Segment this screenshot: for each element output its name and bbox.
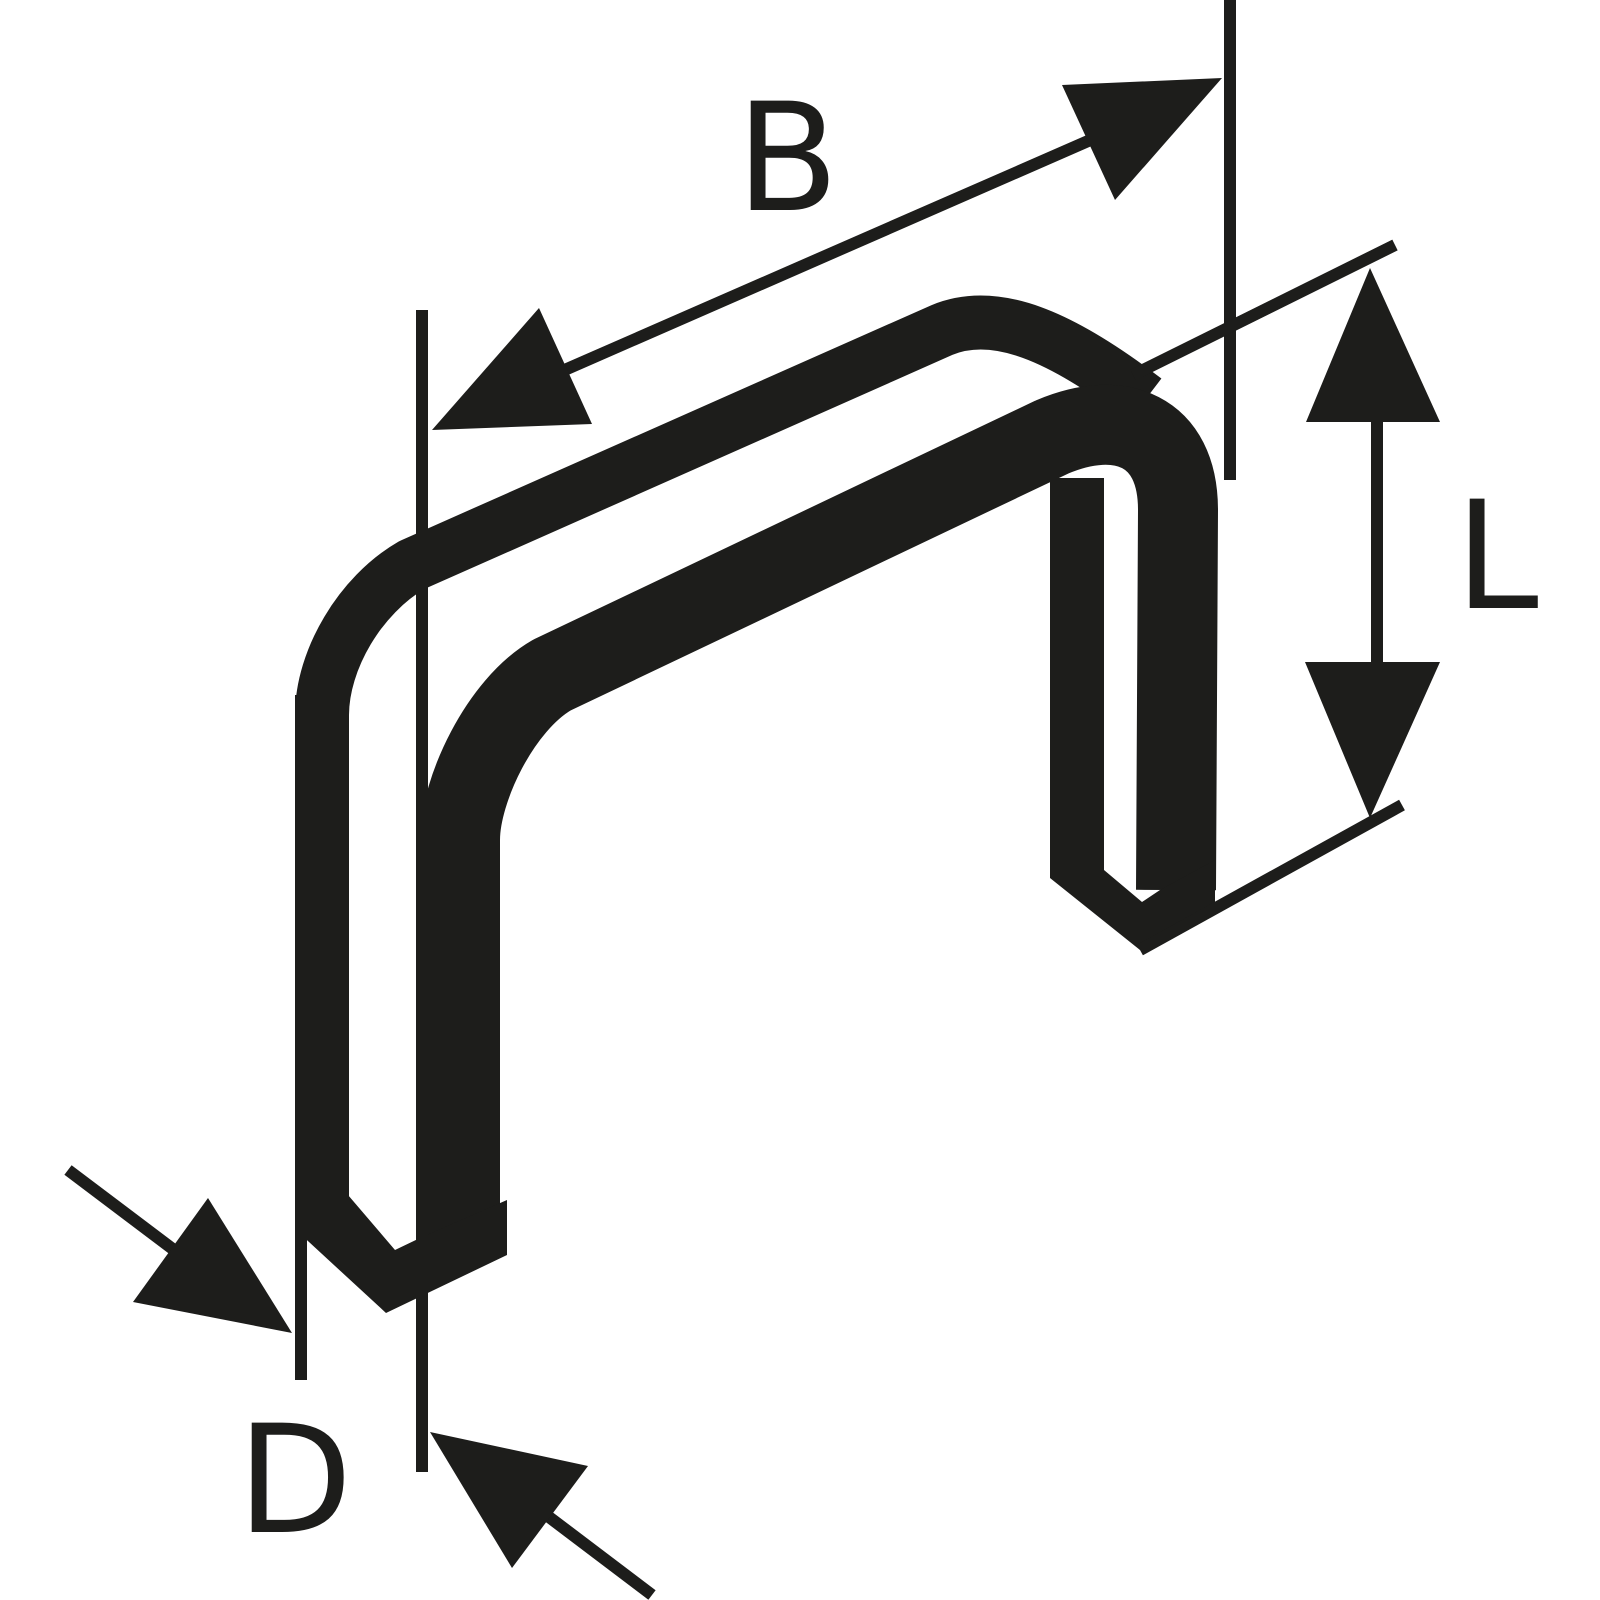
arrow-b-left-icon: [432, 308, 592, 430]
arrow-l-up-icon: [1306, 268, 1440, 422]
front-leg-tip: [296, 1195, 507, 1313]
arrow-b-right-icon: [1062, 78, 1222, 200]
dimension-line-d-upper: [64, 1165, 186, 1261]
dimension-lines: [64, 0, 1405, 1600]
staple: [295, 295, 1218, 1245]
label-d: D: [237, 1394, 353, 1568]
extension-line-top: [1130, 239, 1398, 381]
back-leg-tip: [1050, 860, 1215, 950]
staple-back-wire: [420, 384, 1218, 1245]
arrow-d-upper-icon: [133, 1198, 292, 1333]
label-l: L: [1455, 470, 1539, 644]
dimension-line-d-lower: [541, 1509, 656, 1600]
label-b: B: [736, 72, 839, 246]
arrow-d-lower-icon: [430, 1432, 588, 1568]
extension-line-bottom: [1137, 799, 1405, 956]
dimension-line-b: [557, 132, 1098, 378]
staple-front-wire: [295, 295, 1162, 1215]
arrow-l-down-icon: [1305, 662, 1440, 818]
arrowheads: [133, 78, 1440, 1568]
